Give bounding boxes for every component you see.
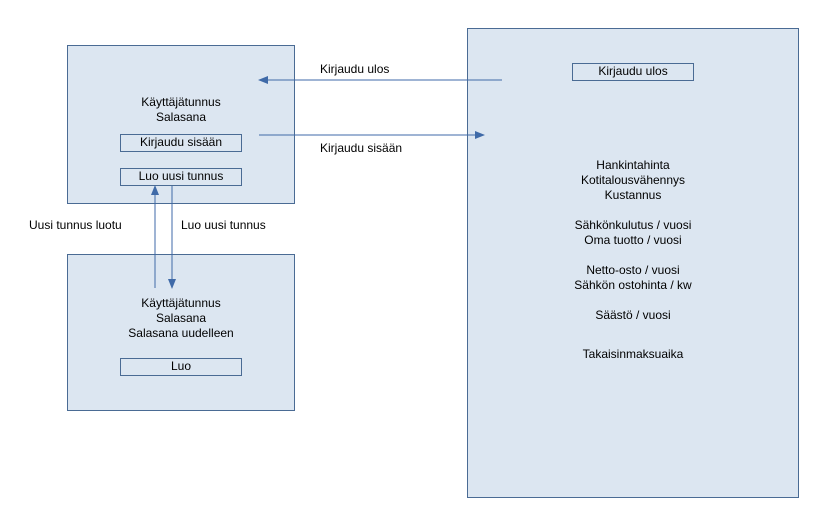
login-password-label: Salasana — [155, 110, 207, 124]
payback-time-label: Takaisinmaksuaika — [582, 347, 684, 361]
electricity-consumption-label: Sähkönkulutus / vuosi — [574, 218, 692, 232]
logout-button[interactable]: Kirjaudu ulos — [572, 63, 694, 81]
create-account-button[interactable]: Luo uusi tunnus — [120, 168, 242, 186]
login-username-label: Käyttäjätunnus — [141, 95, 221, 109]
electricity-price-label: Sähkön ostohinta / kw — [574, 278, 692, 292]
cost-label: Kustannus — [604, 188, 662, 202]
own-production-label: Oma tuotto / vuosi — [584, 233, 682, 247]
household-deduction-label: Kotitalousvähennys — [580, 173, 686, 187]
register-panel — [67, 254, 295, 411]
main-panel — [467, 28, 799, 498]
create-button[interactable]: Luo — [120, 358, 242, 376]
create-account-transition-label: Luo uusi tunnus — [181, 218, 266, 232]
register-password-label: Salasana — [155, 311, 207, 325]
login-button[interactable]: Kirjaudu sisään — [120, 134, 242, 152]
net-purchase-label: Netto-osto / vuosi — [586, 263, 680, 277]
savings-label: Säästö / vuosi — [595, 308, 671, 322]
logout-transition-label: Kirjaudu ulos — [320, 62, 390, 76]
register-username-label: Käyttäjätunnus — [141, 296, 221, 310]
login-transition-label: Kirjaudu sisään — [320, 141, 403, 155]
account-created-transition-label: Uusi tunnus luotu — [29, 218, 122, 232]
purchase-price-label: Hankintahinta — [596, 158, 670, 172]
register-password-again-label: Salasana uudelleen — [128, 326, 234, 340]
